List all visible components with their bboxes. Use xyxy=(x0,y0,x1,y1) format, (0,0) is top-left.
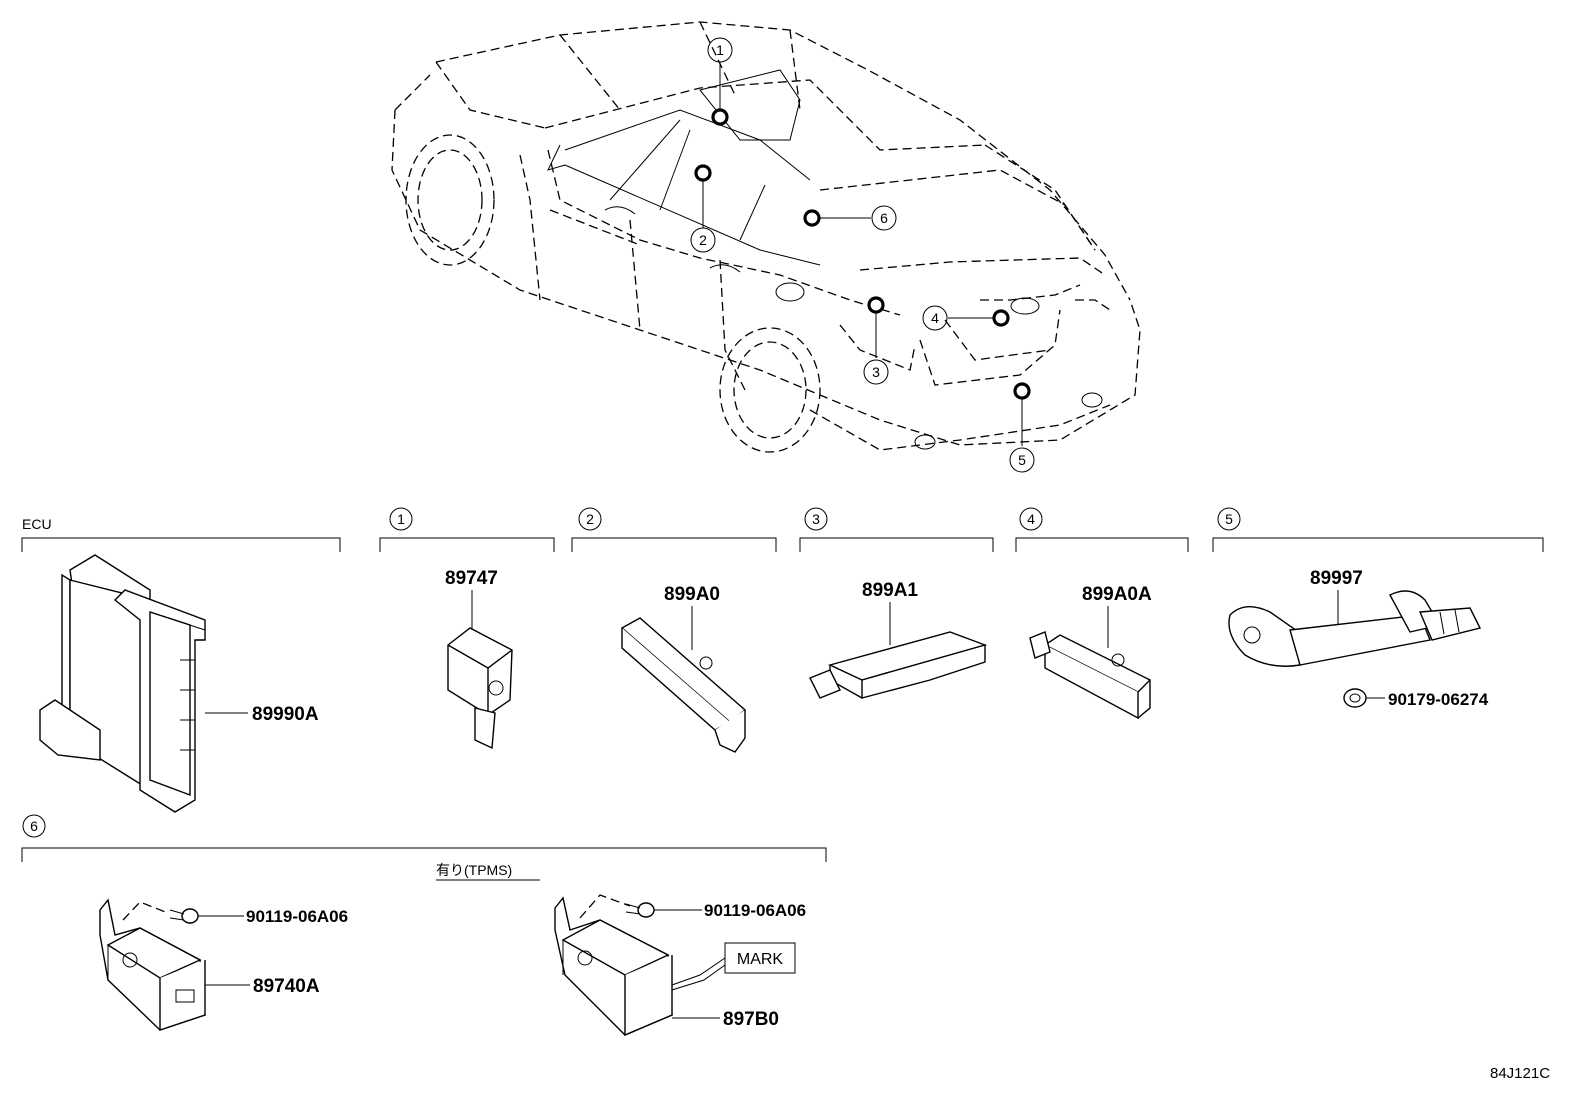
car-callouts: 1 2 3 4 5 6 xyxy=(690,37,1035,473)
sensor-location-5 xyxy=(1013,382,1031,400)
sensor-location-3 xyxy=(867,296,885,314)
sensor-899a1 xyxy=(809,631,988,699)
sensor-location-2 xyxy=(694,164,712,182)
sensor-89997 xyxy=(1228,590,1482,667)
group-1-label: 1 xyxy=(397,511,405,527)
clip-90179-06274 xyxy=(1343,688,1367,708)
callout-1-number: 1 xyxy=(716,42,724,58)
sensor-899a0 xyxy=(620,617,747,753)
ecu-89990a xyxy=(39,554,206,813)
callout-6-number: 6 xyxy=(880,210,888,226)
callout-2: 2 xyxy=(690,227,716,253)
sensor-location-4 xyxy=(992,309,1010,327)
group-ecu-label: ECU xyxy=(22,516,52,532)
callout-5-number: 5 xyxy=(1018,452,1026,468)
part-number-899a0a: 899A0A xyxy=(1082,584,1152,605)
callout-4: 4 xyxy=(922,305,948,331)
mark-box: MARK xyxy=(724,942,796,974)
group-6-label: 6 xyxy=(30,818,38,834)
part-number-90119-06a06-left: 90119-06A06 xyxy=(246,907,348,926)
callout-2-number: 2 xyxy=(699,232,707,248)
part-number-89997: 89997 xyxy=(1310,568,1363,589)
car-illustration xyxy=(391,21,1141,453)
mark-label: MARK xyxy=(737,951,784,968)
callout-4-number: 4 xyxy=(931,310,939,326)
tpms-receiver-897b0 xyxy=(554,896,673,1037)
group-5-label: 5 xyxy=(1225,511,1233,527)
group-2-label: 2 xyxy=(586,511,594,527)
callout-3: 3 xyxy=(863,359,889,385)
bolt-90119-06a06-right xyxy=(625,902,655,918)
group-3-label: 3 xyxy=(812,511,820,527)
sensor-location-6 xyxy=(803,209,821,227)
part-number-897b0: 897B0 xyxy=(723,1009,779,1030)
callout-1: 1 xyxy=(707,37,733,63)
part-number-90179-06274: 90179-06274 xyxy=(1388,690,1489,709)
tpms-receiver-89740a xyxy=(99,898,206,1031)
bolt-90119-06a06-left xyxy=(169,908,199,924)
sensor-location-1 xyxy=(711,108,729,126)
tpms-note: 有り(TPMS) xyxy=(436,862,512,878)
part-number-899a0: 899A0 xyxy=(664,584,720,605)
diagram-code: 84J121C xyxy=(1490,1065,1550,1082)
part-number-89990a: 89990A xyxy=(252,704,319,725)
part-number-90119-06a06-right: 90119-06A06 xyxy=(704,901,806,920)
callout-3-number: 3 xyxy=(872,364,880,380)
group-brackets: ECU 1 2 3 4 5 6 xyxy=(21,507,1544,862)
sensor-899a0a xyxy=(1029,631,1152,720)
part-number-899a1: 899A1 xyxy=(862,580,918,601)
sensor-89747 xyxy=(447,627,513,750)
part-number-89740a: 89740A xyxy=(253,976,320,997)
group-4-label: 4 xyxy=(1027,511,1035,527)
callout-5: 5 xyxy=(1009,447,1035,473)
callout-6: 6 xyxy=(871,205,897,231)
part-number-89747: 89747 xyxy=(445,568,498,589)
